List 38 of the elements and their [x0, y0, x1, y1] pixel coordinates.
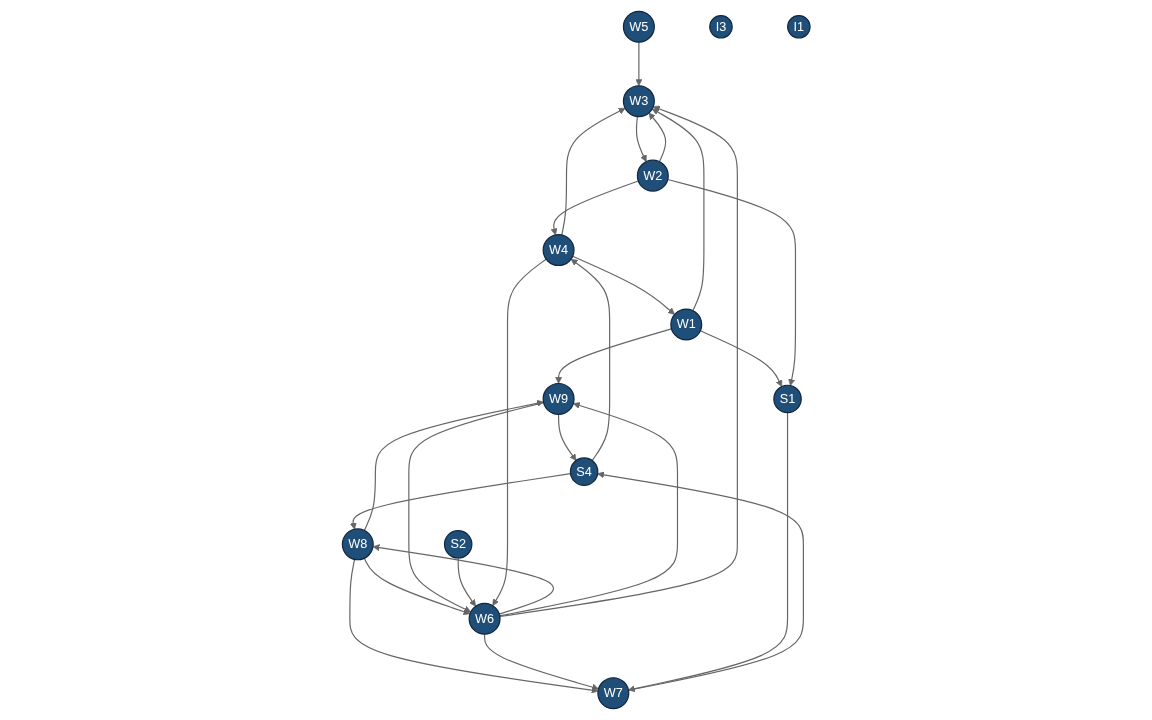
arrow: [483, 633, 599, 691]
arrow: [492, 258, 547, 606]
arrow: [349, 558, 599, 694]
node-circle: S2: [443, 530, 473, 559]
arrow: [499, 105, 738, 618]
arrow: [648, 112, 667, 163]
node-circle: W4: [542, 234, 575, 267]
arrow: [627, 412, 788, 693]
arrow: [635, 116, 647, 162]
arrow: [635, 41, 643, 87]
arrow: [597, 471, 804, 691]
arrow: [699, 330, 782, 387]
node-circle: S1: [773, 384, 802, 414]
arrow: [372, 544, 554, 615]
node-circle: I3: [708, 14, 733, 39]
arrow: [571, 255, 675, 315]
arrow: [557, 413, 577, 461]
arrow: [550, 180, 639, 236]
node-circle: S4: [569, 457, 599, 486]
arrow: [666, 178, 796, 386]
node-circle: W1: [670, 308, 703, 341]
arrow: [651, 108, 705, 312]
node-circle: W5: [622, 10, 655, 43]
node-circle: W8: [341, 528, 374, 561]
node-circle: I1: [786, 14, 811, 39]
node-circle: W9: [542, 382, 575, 415]
arrow: [457, 557, 476, 607]
arrow: [363, 557, 471, 616]
arrow: [554, 328, 672, 384]
arrow: [363, 399, 544, 531]
node-circle: W6: [468, 602, 501, 635]
arrow: [349, 473, 571, 530]
arrow: [561, 107, 626, 236]
arrow: [498, 402, 678, 617]
node-circle: W7: [597, 677, 630, 710]
node-circle: W3: [622, 85, 655, 118]
node-circle: W2: [636, 159, 669, 192]
arrow: [570, 258, 611, 462]
